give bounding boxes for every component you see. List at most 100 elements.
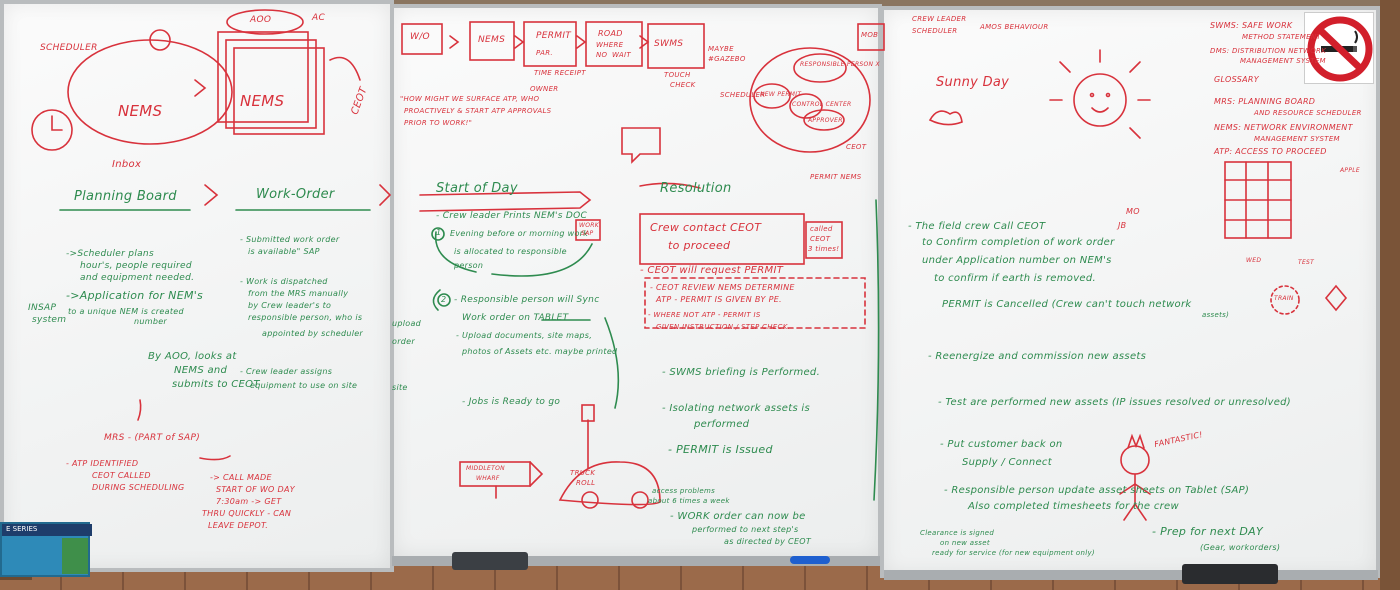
edge-fragment: order xyxy=(392,337,415,346)
close-note: - Responsible person update asset sheets… xyxy=(944,485,1250,496)
initials: MO xyxy=(1126,207,1140,216)
mrs-note: START OF WO DAY xyxy=(216,485,295,494)
close-note: under Application number on NEM's xyxy=(922,255,1112,266)
whiteboard-eraser xyxy=(452,552,528,570)
work-order-note: - Submitted work order xyxy=(240,235,340,244)
close-note: - Prep for next DAY xyxy=(1152,525,1263,538)
work-order-heading: Work-Order xyxy=(256,187,335,202)
glossary-entry: DMS: DISTRIBUTION NETWORK xyxy=(1210,47,1327,55)
flow-road-sub: WHERE xyxy=(596,41,624,49)
flow-swms: SWMS xyxy=(654,39,684,49)
planning-note: and equipment needed. xyxy=(80,273,195,283)
clearance-note: Clearance is signed xyxy=(920,529,995,537)
access-note: about 6 times a week xyxy=(648,497,730,505)
planning-note: number xyxy=(134,317,168,326)
glossary-entry: AND RESOURCE SCHEDULER xyxy=(1254,109,1362,117)
resolution-heading: Resolution xyxy=(660,181,732,196)
board3-top: SCHEDULER xyxy=(912,27,958,35)
start-of-day-heading: Start of Day xyxy=(436,181,518,196)
cluster-label: APPROVER xyxy=(808,117,843,124)
clearance-note: on new asset xyxy=(940,539,990,547)
sunny-day-label: Sunny Day xyxy=(936,75,1010,90)
glossary-entry: APPLE xyxy=(1340,167,1360,174)
start-note: - Jobs is Ready to go xyxy=(462,397,561,407)
close-note: Also completed timesheets for the crew xyxy=(968,501,1179,512)
truck-label: ROLL xyxy=(576,479,596,487)
planning-note: NEMS and xyxy=(174,365,228,376)
flow-note: TOUCH xyxy=(664,71,691,79)
work-order-note: is available" SAP xyxy=(248,247,320,256)
resolution-note: - PERMIT is Issued xyxy=(668,443,773,456)
nems-back-label: NEMS xyxy=(240,92,285,110)
start-note: - Crew leader Prints NEM's DOC xyxy=(436,211,588,221)
mrs-note: LEAVE DEPOT. xyxy=(208,521,269,530)
no-smoking-sign-icon xyxy=(1304,12,1374,84)
hmw-question: PRIOR TO WORK!" xyxy=(404,119,473,127)
sap-mini-box: SAP xyxy=(581,230,594,237)
resolution-note: GIVEN INSTRUCTION / STEP CHECK. xyxy=(656,323,791,331)
planning-note: ->Scheduler plans xyxy=(66,249,154,259)
mrs-note: 7:30am -> GET xyxy=(216,497,282,506)
mrs-note: -> CALL MADE xyxy=(210,473,272,482)
nems-front-label: NEMS xyxy=(118,102,163,120)
poster-title: E SERIES xyxy=(6,525,38,533)
work-order-note: by Crew leader's to xyxy=(248,301,332,310)
insap-label: system xyxy=(32,315,67,325)
tv-remote xyxy=(1182,564,1278,584)
ceot-label-2: CEOT xyxy=(846,143,867,151)
whiteboard-left xyxy=(0,0,394,572)
edge-fragment: site xyxy=(392,383,408,392)
access-note: access problems xyxy=(652,487,716,495)
resolution-note: as directed by CEOT xyxy=(724,537,812,546)
start-note: Work order on TABLET xyxy=(462,313,569,323)
resolution-box-text: Crew contact CEOT xyxy=(650,221,762,234)
glossary-entry: NEMS: NETWORK ENVIRONMENT xyxy=(1214,123,1353,132)
mrs-note: CEOT CALLED xyxy=(92,471,151,480)
glossary-entry: MANAGEMENT SYSTEM xyxy=(1254,135,1340,143)
resolution-box-text: to proceed xyxy=(668,239,731,252)
close-note: - The field crew Call CEOT xyxy=(908,221,1046,232)
close-note: to confirm if earth is removed. xyxy=(934,273,1096,284)
mrs-note: MRS - (PART of SAP) xyxy=(104,433,201,443)
start-note: - Upload documents, site maps, xyxy=(456,331,593,340)
mrs-note: DURING SCHEDULING xyxy=(92,483,185,492)
called-note: CEOT xyxy=(810,235,831,243)
flow-road: ROAD xyxy=(598,29,623,38)
resolution-note: - WORK order can now be xyxy=(670,511,806,522)
truck-label: TRUCK xyxy=(570,469,596,477)
work-order-note: responsible person, who is xyxy=(248,313,363,322)
mrs-note: - ATP IDENTIFIED xyxy=(66,459,139,468)
aoo-label: AOO xyxy=(250,15,272,25)
close-note: - Put customer back on xyxy=(940,439,1063,450)
flow-note: OWNER xyxy=(530,85,559,93)
resolution-note: performed to next step's xyxy=(692,525,799,534)
close-note: (Gear, workorders) xyxy=(1200,543,1281,552)
flow-note: TIME RECEIPT xyxy=(534,69,586,77)
board3-top: AMOS BEHAVIOUR xyxy=(980,23,1049,31)
initials: JB xyxy=(1118,221,1127,230)
marker-tray-middle xyxy=(392,556,880,566)
hmw-question: PROACTIVELY & START ATP APPROVALS xyxy=(404,107,552,115)
work-order-note: from the MRS manually xyxy=(248,289,349,298)
work-order-note: appointed by scheduler xyxy=(262,329,364,338)
scheduler-label: SCHEDULER xyxy=(40,43,98,53)
whiteboard-middle xyxy=(390,4,882,560)
glossary-heading: GLOSSARY xyxy=(1214,75,1259,84)
inbox-label: Inbox xyxy=(112,159,142,170)
work-order-note: - Work is dispatched xyxy=(240,277,328,286)
chart-label: TRAIN xyxy=(1274,295,1294,302)
glossary-entry: METHOD STATEMENT xyxy=(1242,33,1321,41)
glossary-entry: ATP: ACCESS TO PROCEED xyxy=(1214,147,1327,156)
poster: E SERIES xyxy=(0,522,92,577)
close-note: Supply / Connect xyxy=(962,457,1052,468)
chart-label: TEST xyxy=(1298,259,1315,266)
close-note: assets) xyxy=(1202,311,1230,319)
close-note: to Confirm completion of work order xyxy=(922,237,1115,248)
mrs-note: THRU QUICKLY - CAN xyxy=(202,509,292,518)
resolution-note: - CEOT will request PERMIT xyxy=(640,265,784,276)
edge-fragment: upload xyxy=(392,319,422,328)
called-note: 3 times! xyxy=(808,245,840,253)
planning-note: hour's, people required xyxy=(80,261,192,271)
flow-swms-note: MAYBE xyxy=(708,45,734,53)
glossary-entry: MANAGEMENT SYSTEM xyxy=(1240,57,1326,65)
